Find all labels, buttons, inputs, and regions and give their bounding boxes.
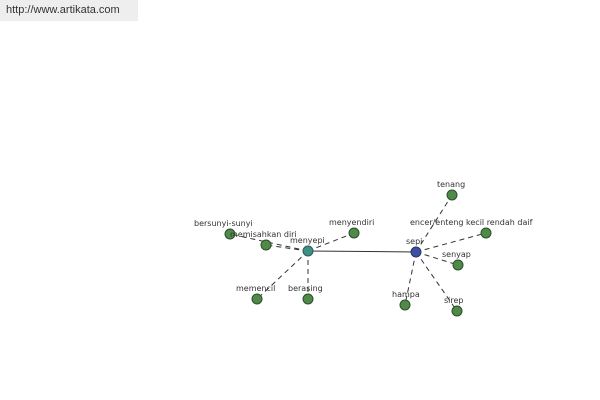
edge-sepi-tenang bbox=[415, 194, 453, 253]
node-tenang[interactable] bbox=[446, 189, 458, 201]
node-label-hampa[interactable]: hampa bbox=[392, 290, 420, 299]
edge-menyepi-sepi bbox=[307, 250, 417, 253]
graph-nodes bbox=[224, 189, 492, 317]
node-memisahkan-diri[interactable] bbox=[260, 239, 272, 251]
edge-sepi-encer-enteng bbox=[415, 232, 487, 253]
edge-menyepi-memencil bbox=[256, 250, 309, 300]
node-hampa[interactable] bbox=[399, 299, 411, 311]
node-menyepi[interactable] bbox=[302, 245, 314, 257]
node-sirep[interactable] bbox=[451, 305, 463, 317]
node-label-sirep[interactable]: sirep bbox=[444, 296, 464, 305]
node-sepi[interactable] bbox=[410, 246, 422, 258]
node-label-bersunyi-sunyi[interactable]: bersunyi-sunyi bbox=[194, 219, 253, 228]
edge-sepi-senyap bbox=[415, 251, 459, 266]
edge-menyepi-memisahkan-diri bbox=[265, 244, 309, 252]
node-label-tenang[interactable]: tenang bbox=[437, 180, 465, 189]
node-menyendiri[interactable] bbox=[348, 227, 360, 239]
node-label-menyendiri[interactable]: menyendiri bbox=[329, 218, 374, 227]
edge-sepi-sirep bbox=[415, 251, 458, 312]
node-label-sepi[interactable]: sepi bbox=[406, 237, 422, 246]
graph-edges bbox=[229, 194, 487, 312]
node-label-senyap[interactable]: senyap bbox=[442, 250, 471, 259]
node-senyap[interactable] bbox=[452, 259, 464, 271]
node-label-memencil[interactable]: memencil bbox=[236, 284, 275, 293]
node-berasing[interactable] bbox=[302, 293, 314, 305]
node-label-menyepi[interactable]: menyepi bbox=[290, 236, 325, 245]
source-url-link[interactable]: http://www.artikata.com bbox=[0, 0, 138, 21]
node-encer-enteng[interactable] bbox=[480, 227, 492, 239]
node-memencil[interactable] bbox=[251, 293, 263, 305]
node-label-memisahkan-diri[interactable]: memisahkan diri bbox=[230, 230, 297, 239]
node-label-berasing[interactable]: berasing bbox=[288, 284, 323, 293]
graph-labels: menyepi sepi bersunyi-sunyi memisahkan diri… bbox=[194, 180, 533, 305]
edge-sepi-hampa bbox=[404, 251, 417, 306]
node-bersunyi-sunyi[interactable] bbox=[224, 228, 236, 240]
node-label-encer-enteng[interactable]: encer/enteng kecil rendah daif bbox=[410, 218, 533, 227]
